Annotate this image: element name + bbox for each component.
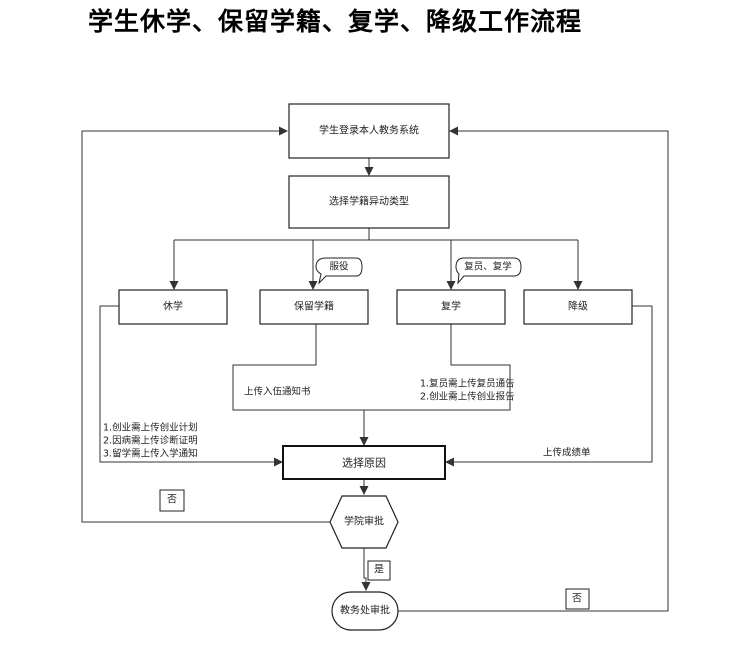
resume-req-note-1: 1.复员需上传复员通告 (420, 378, 515, 390)
suspend-node (118, 289, 228, 325)
edge-college-approve (361, 548, 371, 591)
resume-req-note-2: 2.创业需上传创业报告 (420, 391, 515, 403)
upload-grades-note: 上传成绩单 (543, 447, 591, 459)
discharge-resume-callout (455, 257, 522, 285)
resume-node (396, 289, 506, 325)
login-label: 学生登录本人教务系统 (319, 124, 419, 137)
demote-label: 降级 (568, 300, 588, 313)
edge-resume-merge (364, 324, 511, 411)
suspend-req-note-1: 1.创业需上传创业计划 (103, 422, 198, 434)
page-title: 学生休学、保留学籍、复学、降级工作流程 (88, 7, 583, 36)
edge-demote-to-reason (445, 305, 653, 467)
select-type-label: 选择学籍异动类型 (329, 195, 409, 208)
office-review-label: 教务处审批 (340, 604, 390, 617)
suspend-req-note-2: 2.因病需上传诊断证明 (103, 435, 198, 447)
no-label-right: 否 (572, 593, 582, 605)
no-label-box-left (159, 489, 185, 512)
edge-suspend-to-reason (99, 305, 283, 467)
office-review-node (331, 591, 399, 631)
discharge-resume-callout-label: 复员、复学 (464, 261, 512, 273)
resume-label: 复学 (441, 300, 461, 313)
no-label-box-right (565, 588, 590, 610)
edge-college-reject (81, 126, 332, 523)
college-review-label: 学院审批 (344, 515, 384, 528)
demote-node (523, 289, 633, 325)
retain-node (259, 289, 369, 325)
yes-label-box (367, 560, 391, 581)
login-node (288, 103, 450, 159)
select-type-node (288, 175, 450, 229)
yes-label: 是 (374, 564, 384, 576)
military-callout (315, 257, 363, 285)
college-review-node (329, 495, 399, 549)
suspend-label: 休学 (163, 300, 183, 313)
suspend-req-note-3: 3.留学需上传入学通知 (103, 448, 198, 460)
upload-enlist-note: 上传入伍通知书 (244, 386, 311, 398)
military-callout-label: 服役 (329, 261, 349, 273)
edge-retain-merge (232, 324, 364, 411)
retain-label: 保留学籍 (294, 300, 334, 313)
edge-office-reject (398, 126, 669, 612)
select-reason-label: 选择原因 (342, 456, 386, 470)
select-reason-node (282, 445, 446, 480)
no-label-left: 否 (167, 494, 177, 506)
